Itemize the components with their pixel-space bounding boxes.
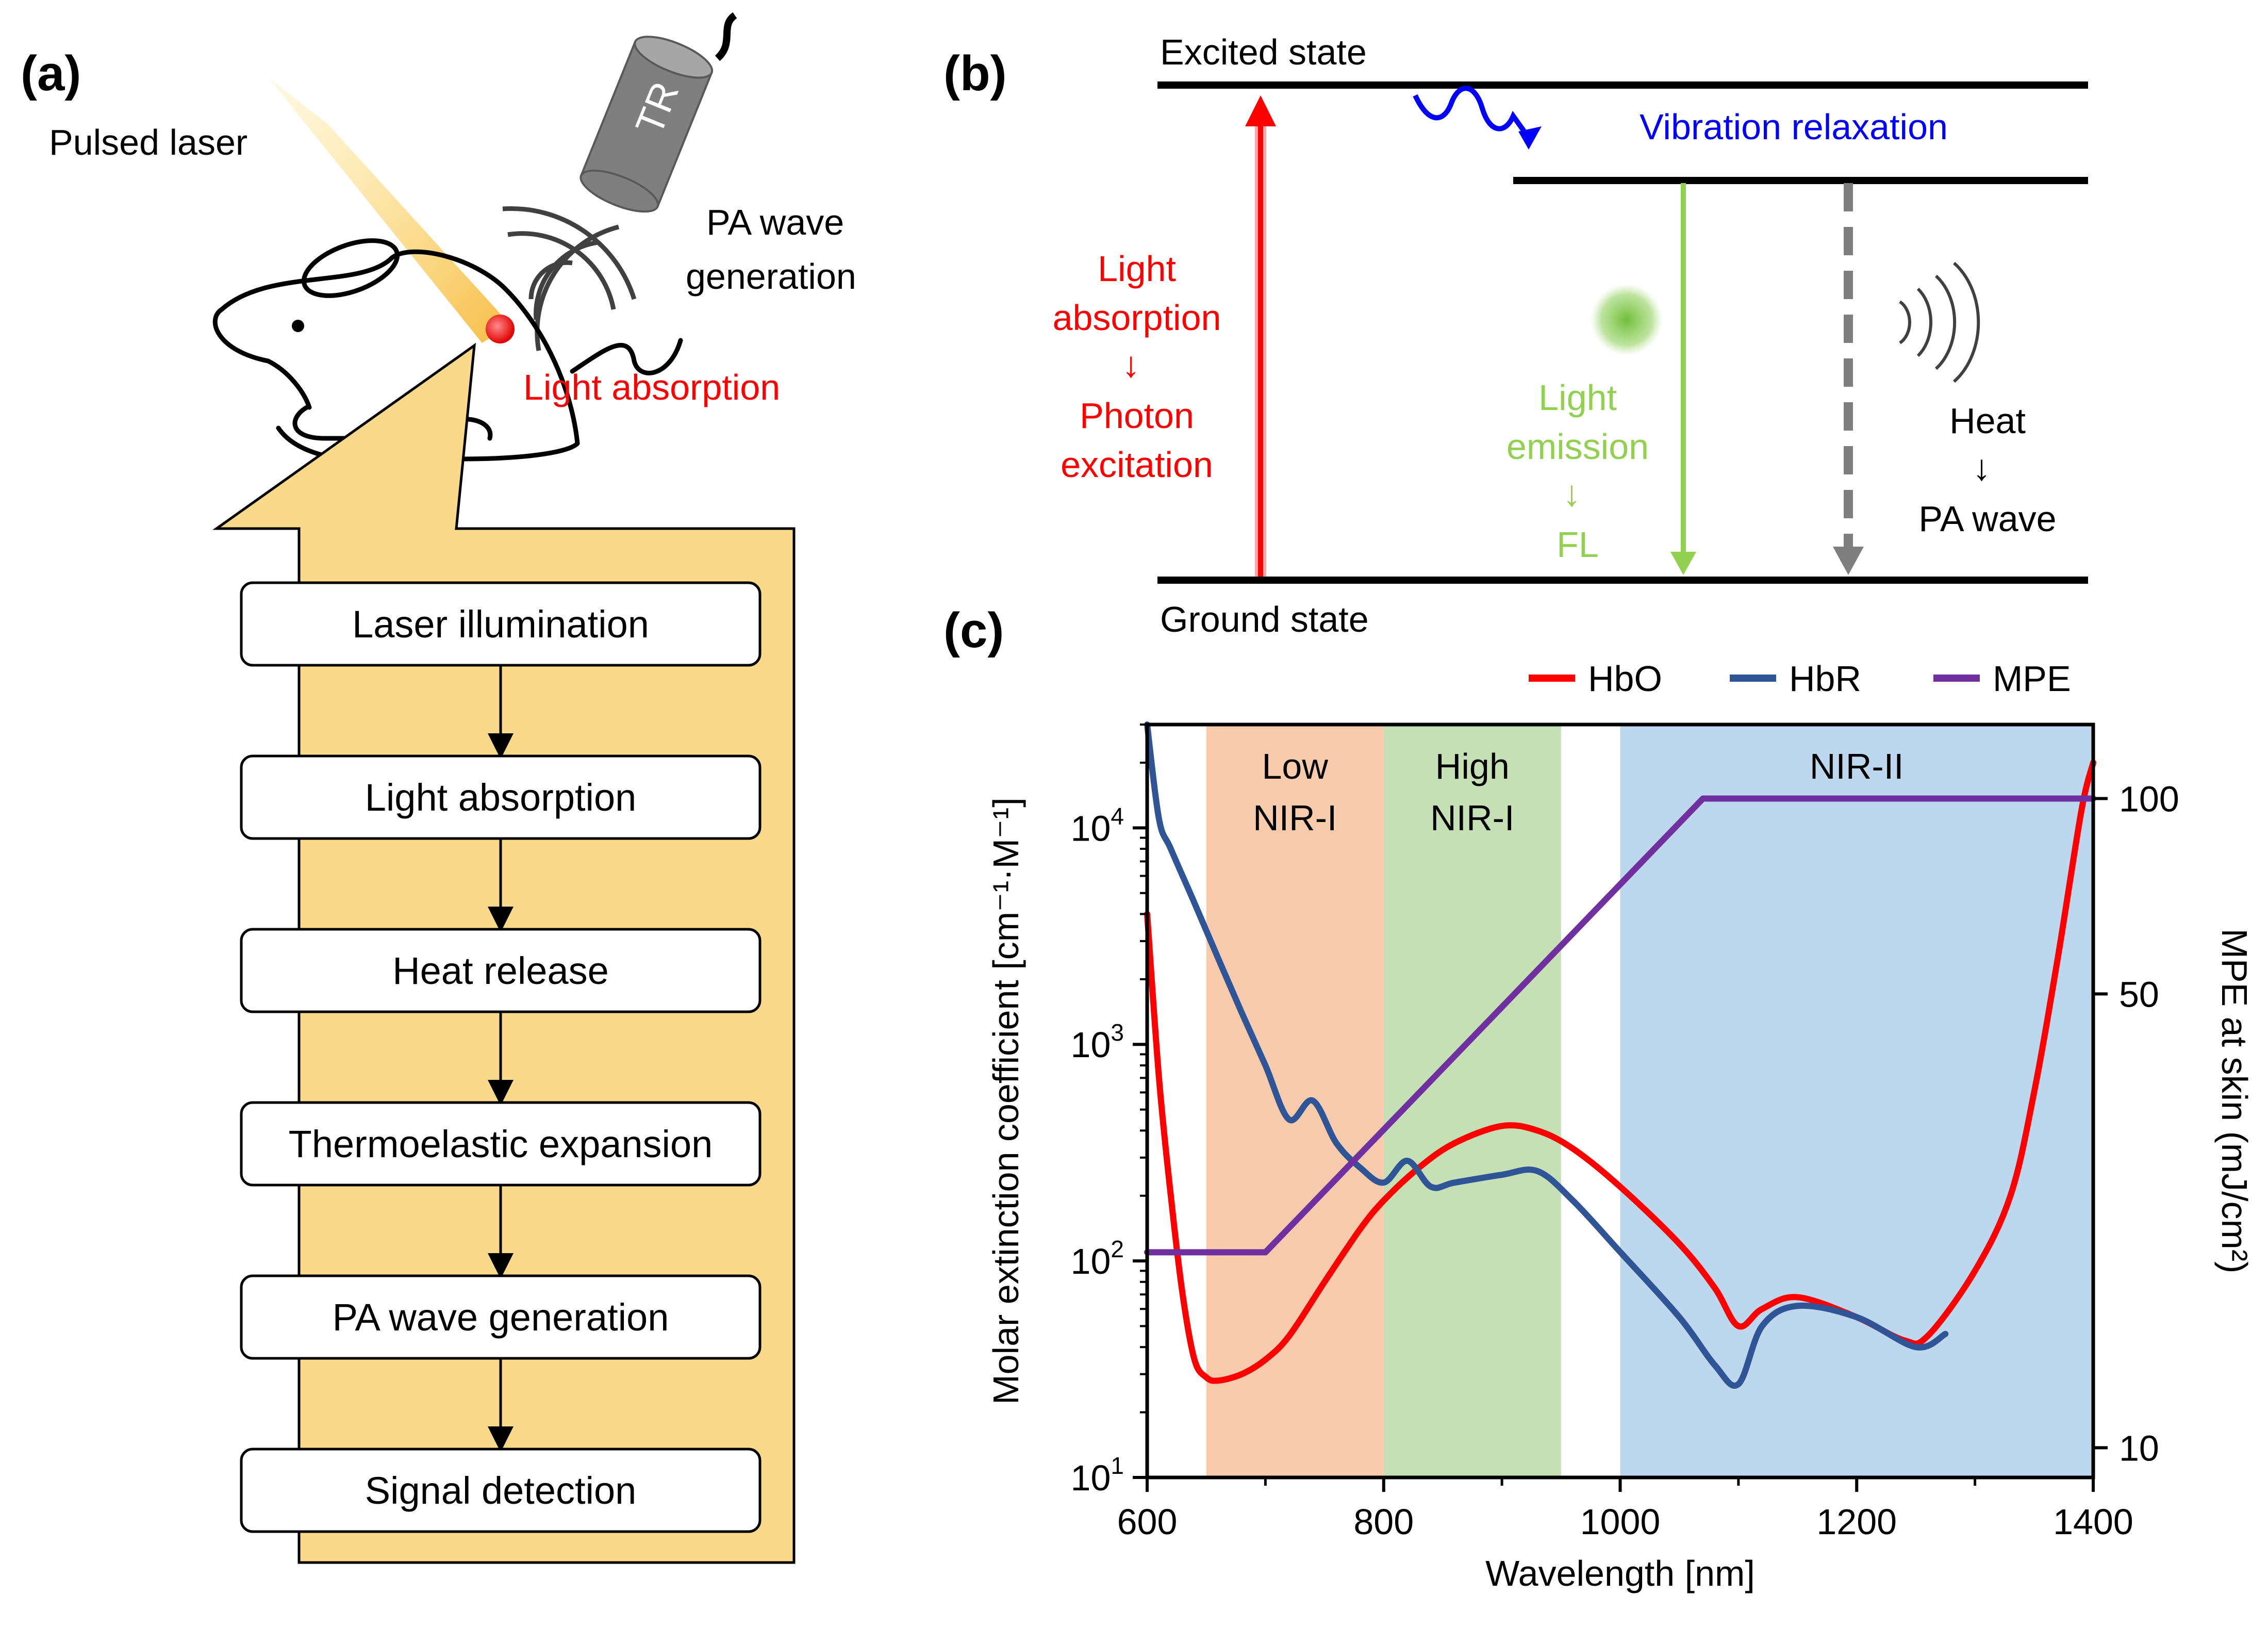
flow-step-label: Signal detection xyxy=(365,1469,637,1512)
emission-text: Light emission → FL xyxy=(1507,377,1649,565)
legend-label: HbO xyxy=(1588,659,1662,699)
svg-text:Light: Light xyxy=(1538,377,1617,418)
y2-tick-label: 100 xyxy=(2119,779,2179,819)
heat-arrowhead-icon xyxy=(1833,547,1864,575)
x-tick-label: 800 xyxy=(1353,1502,1414,1542)
y2-tick-label: 50 xyxy=(2119,974,2159,1014)
x-axis-label: Wavelength [nm] xyxy=(1485,1553,1755,1593)
pa-wave-label-2: generation xyxy=(686,256,856,297)
svg-text:emission: emission xyxy=(1507,426,1649,467)
region-band xyxy=(1206,725,1384,1477)
panel-a: (a) Pulsed laser TR PA wave generation xyxy=(21,12,856,1564)
pulsed-laser-label: Pulsed laser xyxy=(49,122,247,162)
series-line-mpe xyxy=(1144,795,2096,1256)
x-tick-label: 1000 xyxy=(1580,1502,1661,1542)
region-label: Low xyxy=(1262,746,1329,786)
y2-axis-label: MPE at skin (mJ/cm²) xyxy=(2214,929,2255,1274)
svg-text:→: → xyxy=(1558,478,1598,514)
legend-label: MPE xyxy=(1993,659,2071,699)
legend-label: HbR xyxy=(1789,659,1861,699)
region-band xyxy=(1620,725,2093,1477)
svg-text:→: → xyxy=(1117,349,1157,385)
x-tick-label: 1200 xyxy=(1816,1502,1897,1542)
svg-text:→: → xyxy=(1968,452,2008,488)
x-tick-label: 600 xyxy=(1117,1502,1178,1542)
absorption-text: Light absorption → Photon excitation xyxy=(1053,249,1221,485)
mouse-eye xyxy=(292,320,304,332)
squiggle-arrowhead-icon xyxy=(1518,126,1542,150)
region-label: NIR-I xyxy=(1430,798,1514,838)
flow-step-label: PA wave generation xyxy=(333,1296,669,1339)
panel-c-label: (c) xyxy=(943,603,1004,658)
svg-text:FL: FL xyxy=(1557,524,1599,565)
laser-beam xyxy=(268,77,510,343)
svg-text:Light: Light xyxy=(1098,249,1176,289)
series-line-hbr xyxy=(1144,721,1949,1389)
y-tick-label: 102 xyxy=(1071,1236,1124,1281)
vibration-relaxation-label: Vibration relaxation xyxy=(1640,107,1948,147)
region-label: NIR-I xyxy=(1253,798,1337,838)
excited-state-label: Excited state xyxy=(1160,32,1367,72)
svg-text:Photon: Photon xyxy=(1080,396,1194,436)
panel-a-label: (a) xyxy=(21,46,81,101)
absorber-dot xyxy=(486,315,515,343)
series-line-hbo xyxy=(1144,759,2096,1384)
flow-step-label: Heat release xyxy=(392,949,609,992)
svg-text:PA wave: PA wave xyxy=(1918,499,2056,539)
region-label: High xyxy=(1435,746,1510,786)
pa-wave-arcs-icon xyxy=(502,206,637,351)
panel-b-label: (b) xyxy=(943,46,1007,101)
flow-step-label: Thermoelastic expansion xyxy=(289,1123,713,1165)
y-axis-label: Molar extinction coefficient [cm⁻¹·M⁻¹] xyxy=(986,797,1026,1404)
emission-arrowhead-icon xyxy=(1670,552,1696,575)
fluorescence-glow-icon xyxy=(1591,284,1663,356)
x-tick-label: 1400 xyxy=(2053,1502,2133,1542)
flow-step-label: Light absorption xyxy=(365,776,637,819)
region-label: NIR-II xyxy=(1810,746,1904,786)
heat-text: Heat → PA wave xyxy=(1918,401,2056,539)
vibration-relaxation-squiggle-icon xyxy=(1413,86,1529,136)
svg-text:Heat: Heat xyxy=(1949,401,2026,441)
pa-wave-label-1: PA wave xyxy=(706,202,844,242)
svg-text:excitation: excitation xyxy=(1061,445,1213,485)
transducer xyxy=(580,12,737,213)
panel-b: (b) Excited state Ground state Light abs… xyxy=(943,32,2088,639)
y-tick-label: 104 xyxy=(1071,802,1124,848)
y-tick-label: 101 xyxy=(1071,1452,1124,1498)
flow-step-box xyxy=(240,1448,761,1533)
y2-tick-label: 10 xyxy=(2119,1428,2159,1468)
light-absorption-label: Light absorption xyxy=(523,367,780,407)
flow-step-label: Laser illumination xyxy=(352,603,649,646)
pa-wave-small-arcs-icon xyxy=(1899,261,1980,383)
ground-state-label: Ground state xyxy=(1160,599,1369,639)
svg-text:absorption: absorption xyxy=(1053,298,1221,338)
y-tick-label: 103 xyxy=(1071,1019,1124,1065)
